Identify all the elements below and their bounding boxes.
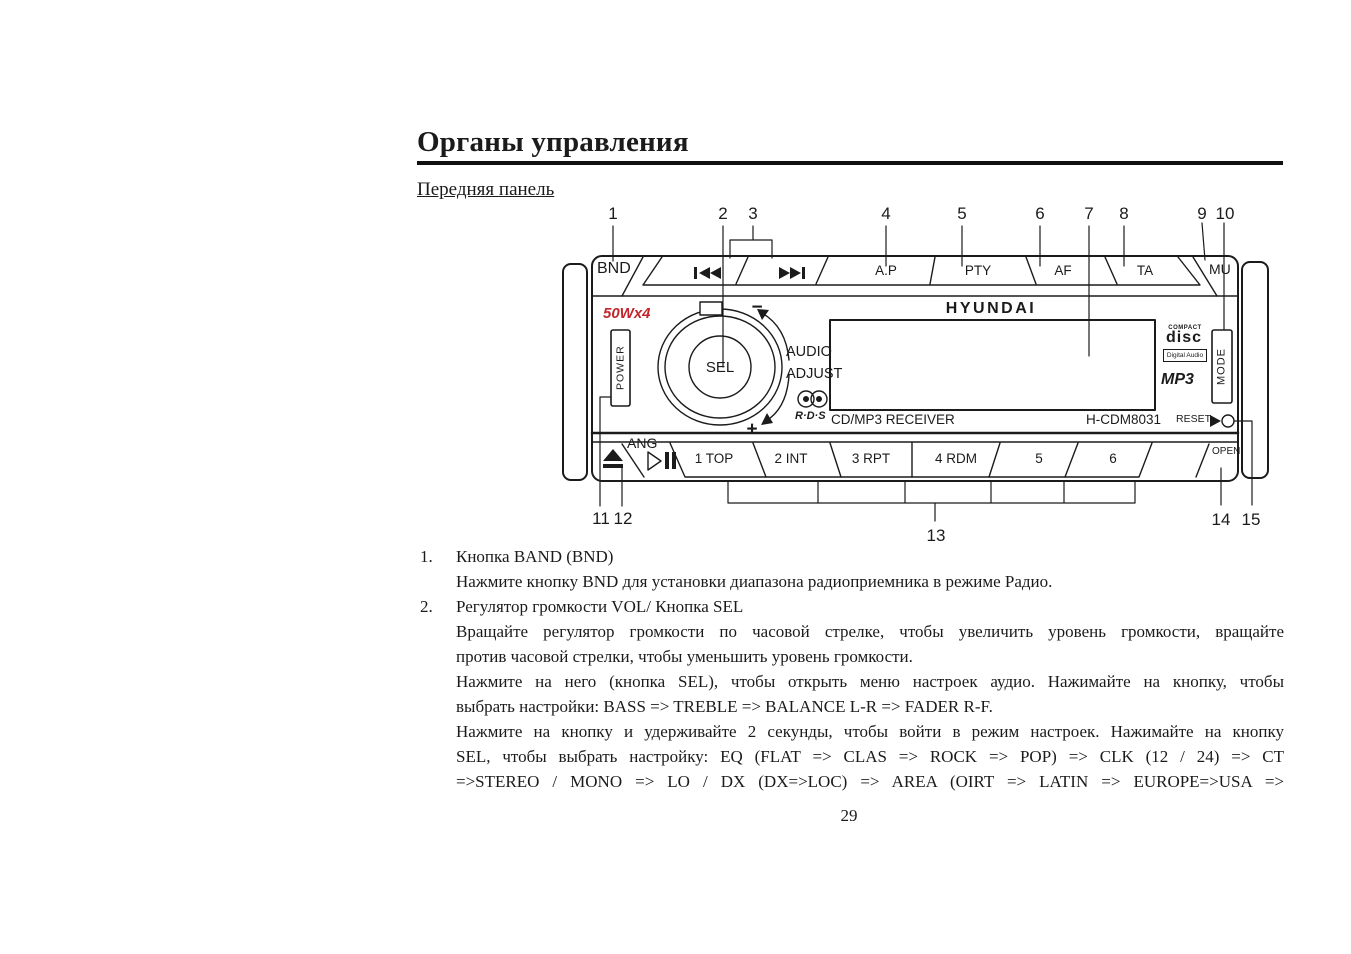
receiver-label: CD/MP3 RECEIVER <box>831 412 955 427</box>
callout-lines <box>600 223 1252 521</box>
next-track-icon <box>779 267 805 279</box>
pty-button-label: PTY <box>964 263 992 278</box>
list-item-2-line: =>STEREO / MONO => LO / DX (DX=>LOC) => … <box>456 772 1284 791</box>
mode-button-outline <box>1212 330 1232 403</box>
audio-label: AUDIO <box>786 344 832 360</box>
callout-6: 6 <box>1035 204 1045 223</box>
compact-disc-logo-top: COMPACT <box>1168 325 1202 331</box>
reset-label: RESET <box>1176 413 1212 425</box>
mp3-logo: MP3 <box>1161 371 1194 388</box>
model-label: H-CDM8031 <box>1086 412 1162 427</box>
page-title: Органы управления <box>417 126 689 158</box>
open-button-label: OPEN <box>1212 446 1241 457</box>
callout-2: 2 <box>718 204 728 223</box>
list-item-2-line: против часовой стрелки, чтобы уменьшить … <box>456 647 913 666</box>
callout-line-11 <box>600 397 611 506</box>
list-item-2-heading: Регулятор громкости VOL/ Кнопка SEL <box>456 597 744 616</box>
list-item-2-line: Вращайте регулятор громкости по часовой … <box>456 622 1284 641</box>
section-subtitle: Передняя панель <box>417 179 555 200</box>
callout-3: 3 <box>748 204 758 223</box>
bottom-button-band <box>592 442 1238 477</box>
sel-button-outline <box>689 336 751 398</box>
list-item-1-line: Нажмите кнопку BND для установки диапазо… <box>456 572 1053 591</box>
eject-icon <box>603 449 623 468</box>
callout-10: 10 <box>1215 204 1235 223</box>
power-button-label: POWER <box>614 345 627 391</box>
power-button-outline <box>611 330 630 406</box>
volume-knob <box>658 302 789 425</box>
ta-button-label: TA <box>1136 263 1154 278</box>
description-list: 1. Кнопка BAND (BND) Нажмите кнопку BND … <box>419 544 1284 794</box>
ang-button-label: ANG <box>627 435 658 451</box>
preset-2-label: 2 INT <box>774 451 808 466</box>
prev-track-icon <box>694 267 721 279</box>
play-pause-icon <box>648 452 676 470</box>
mute-button-label: MU <box>1209 261 1231 277</box>
rds-label: R·D·S <box>795 410 826 422</box>
preset-6-label: 6 <box>1109 451 1117 466</box>
callout-9: 9 <box>1197 204 1207 223</box>
callout-13: 13 <box>926 526 946 545</box>
left-trim <box>563 264 587 480</box>
faceplate-outline <box>592 256 1238 481</box>
list-number: 1. <box>420 547 433 566</box>
preset-4-label: 4 RDM <box>934 451 978 466</box>
right-trim <box>1242 262 1268 478</box>
callout-4: 4 <box>881 204 891 223</box>
callout-15: 15 <box>1241 510 1261 529</box>
callout-line-13 <box>728 481 1135 521</box>
list-number: 2. <box>420 597 433 616</box>
preset-3-label: 3 RPT <box>851 451 891 466</box>
list-item-2-line: выбрать настройки: BASS => TREBLE => BAL… <box>456 697 993 716</box>
brand-logo: HYUNDAI <box>945 300 1037 317</box>
volume-minus-label: − <box>751 297 763 318</box>
list-item-2-line: Нажмите на кнопку и удерживайте 2 секунд… <box>456 722 1284 741</box>
title-rule <box>417 161 1283 165</box>
power-rating-label: 50Wx4 <box>603 305 651 322</box>
mode-button-label: MODE <box>1215 348 1228 385</box>
top-button-band <box>622 257 1217 296</box>
preset-1-label: 1 TOP <box>694 451 734 466</box>
list-item-1-heading: Кнопка BAND (BND) <box>456 547 614 566</box>
volume-plus-label: + <box>746 419 758 440</box>
list-item-2-line: Нажмите на него (кнопка SEL), чтобы откр… <box>456 672 1284 691</box>
callout-12: 12 <box>613 509 633 528</box>
compact-disc-logo: disc <box>1165 329 1203 346</box>
rotate-cw-arc <box>762 313 789 360</box>
callout-1: 1 <box>608 204 618 223</box>
display-window <box>830 320 1155 410</box>
callout-5: 5 <box>957 204 967 223</box>
adjust-label: ADJUST <box>786 366 843 382</box>
list-item-1: 1. Кнопка BAND (BND) <box>419 544 1284 569</box>
sel-button-label: SEL <box>705 359 735 376</box>
callout-7: 7 <box>1084 204 1094 223</box>
callout-14: 14 <box>1211 510 1231 529</box>
rds-icon <box>798 391 827 407</box>
preset-5-label: 5 <box>1035 451 1043 466</box>
callout-line-9 <box>1202 223 1205 260</box>
page-number: 29 <box>840 806 858 825</box>
callout-line-3 <box>730 226 772 258</box>
callout-line-15 <box>1234 421 1252 505</box>
af-button-label: AF <box>1054 263 1072 278</box>
list-item-2-line: SEL, чтобы выбрать настройку: EQ (FLAT =… <box>456 747 1284 766</box>
callout-11: 11 <box>592 509 610 528</box>
callout-8: 8 <box>1119 204 1129 223</box>
ap-button-label: A.P <box>875 263 897 278</box>
band-button-label: BND <box>597 260 631 277</box>
digital-audio-logo: Digital Audio <box>1163 349 1207 362</box>
list-item-2: 2. Регулятор громкости VOL/ Кнопка SEL <box>419 594 1284 619</box>
